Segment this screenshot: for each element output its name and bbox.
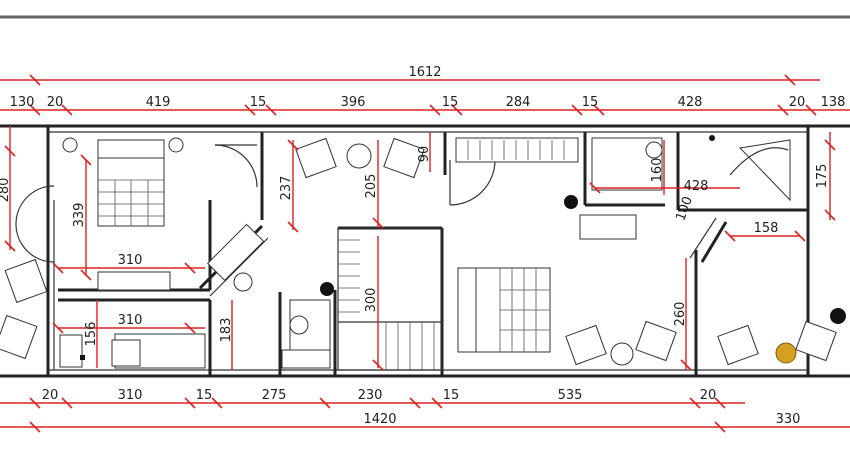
bed-left (62, 137, 184, 227)
dim-bottom-4: 230 (358, 388, 383, 403)
dim-bottom-2: 15 (196, 388, 213, 403)
staircase (337, 227, 443, 371)
dim-top-8: 428 (678, 95, 703, 110)
dim-left-outer: 280 (0, 178, 12, 203)
dim-top-3: 15 (250, 95, 267, 110)
overall-top-dimension: 1612 (0, 65, 820, 86)
dim-corridor: 237 (279, 176, 294, 201)
dim-top-4: 396 (341, 95, 366, 110)
dim-room-width-2: 310 (118, 313, 143, 328)
dim-top-2: 419 (146, 95, 171, 110)
armchairs (0, 137, 837, 366)
dim-top-5: 15 (442, 95, 459, 110)
dim-stair: 300 (364, 288, 379, 313)
dim-bath-height: 156 (84, 322, 99, 347)
vertical-dimensions: 280 339 310 310 156 237 183 205 (0, 126, 836, 371)
dim-overall-bottom: 1420 (363, 412, 396, 427)
dim-bottom-0: 20 (42, 388, 59, 403)
dim-top-6: 284 (506, 95, 531, 110)
top-dimension-row: 130 20 419 15 396 15 284 15 428 20 138 (0, 95, 850, 116)
dim-bottom-3: 275 (262, 388, 287, 403)
dim-room-width-1: 310 (118, 253, 143, 268)
dim-bath3-width: 428 (684, 179, 709, 194)
dim-top-1: 20 (47, 95, 64, 110)
dim-bottom-1: 310 (118, 388, 143, 403)
bathroom-left (59, 271, 206, 369)
dim-right-room: 260 (673, 302, 688, 327)
dim-wardrobe: 90 (417, 146, 432, 163)
dim-bath2: 160 (650, 158, 665, 183)
bathroom-right (579, 137, 791, 240)
dim-living-height: 205 (364, 174, 379, 199)
dim-overall-top: 1612 (408, 65, 441, 80)
doors (15, 144, 496, 263)
dim-bottom-5: 15 (443, 388, 460, 403)
dim-right-outer: 175 (815, 164, 830, 189)
dim-corridor-lower: 183 (219, 318, 234, 343)
dim-top-7: 15 (582, 95, 599, 110)
bed-center (457, 267, 551, 353)
plants (80, 135, 846, 360)
dim-bottom-6: 535 (558, 388, 583, 403)
bottom-dimension-row: 20 310 15 275 230 15 535 20 (0, 388, 745, 409)
wardrobe (455, 137, 579, 163)
dim-tub: 158 (754, 221, 779, 236)
dim-right-bottom: 330 (776, 412, 801, 427)
dim-top-9: 20 (789, 95, 806, 110)
dim-bed1-height: 339 (72, 203, 87, 228)
interior-walls (46, 132, 808, 376)
dim-top-10: 138 (821, 95, 846, 110)
dim-top-0: 130 (10, 95, 35, 110)
desk (207, 223, 331, 369)
dim-bottom-7: 20 (700, 388, 717, 403)
overall-bottom-dimension: 1420 330 (0, 412, 850, 433)
